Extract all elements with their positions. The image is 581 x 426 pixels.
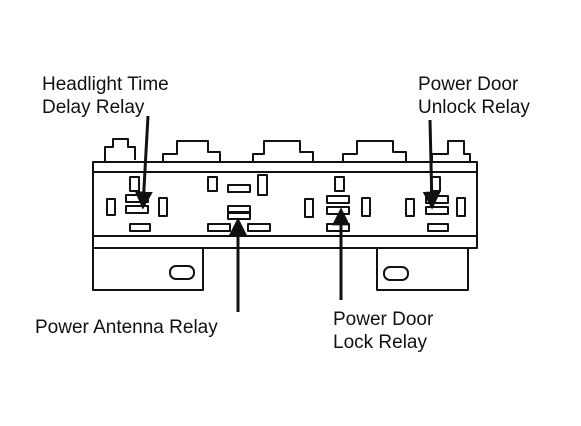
arrow-power-door-unlock-relay [422, 119, 441, 210]
mounting-foot-left [92, 248, 204, 291]
label-power-antenna-relay: Power Antenna Relay [35, 317, 218, 338]
label-headlight-time-delay-relay-line2: Delay Relay [42, 97, 145, 118]
label-power-door-lock-relay-line1: Power Door [333, 309, 434, 330]
arrow-headlight-time-delay-relay [134, 115, 153, 210]
top-mounting-tabs [104, 138, 471, 162]
label-power-door-unlock-relay-line1: Power Door [418, 74, 519, 95]
mounting-foot-right [376, 248, 469, 291]
leader-arrows [134, 115, 441, 312]
relay-block-body [92, 161, 478, 249]
label-power-door-unlock-relay-line2: Unlock Relay [418, 97, 530, 118]
label-power-door-lock-relay-line2: Lock Relay [333, 332, 427, 353]
terminal-slots [106, 174, 466, 232]
label-headlight-time-delay-relay-line1: Headlight Time [42, 74, 169, 95]
